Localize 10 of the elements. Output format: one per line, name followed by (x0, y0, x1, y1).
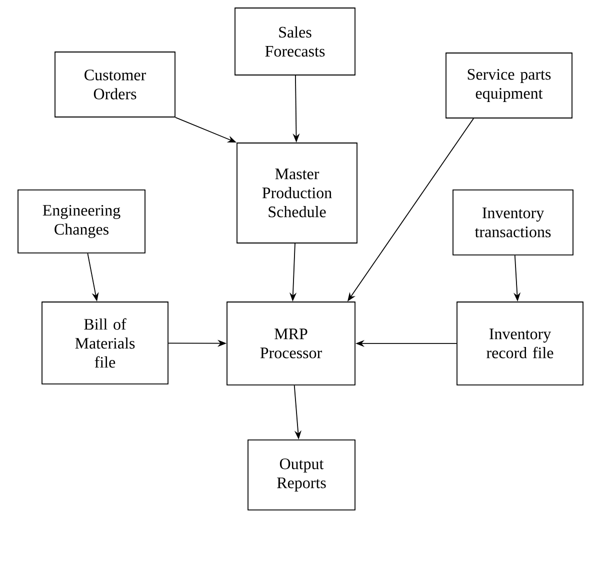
process-box: Engineering Changes (18, 190, 146, 254)
process-box: Service parts equipment (446, 52, 572, 118)
process-box: MRP Processor (226, 302, 356, 386)
process-box: Inventory record file (456, 302, 584, 386)
process-box: Customer Orders (54, 52, 176, 118)
process-box: Sales Forecasts (234, 8, 356, 76)
process-box: Master Production Schedule (236, 142, 358, 244)
process-box: Output Reports (248, 440, 356, 510)
process-box: Bill of Materials file (42, 302, 168, 384)
process-box: Inventory transactions (452, 190, 574, 256)
